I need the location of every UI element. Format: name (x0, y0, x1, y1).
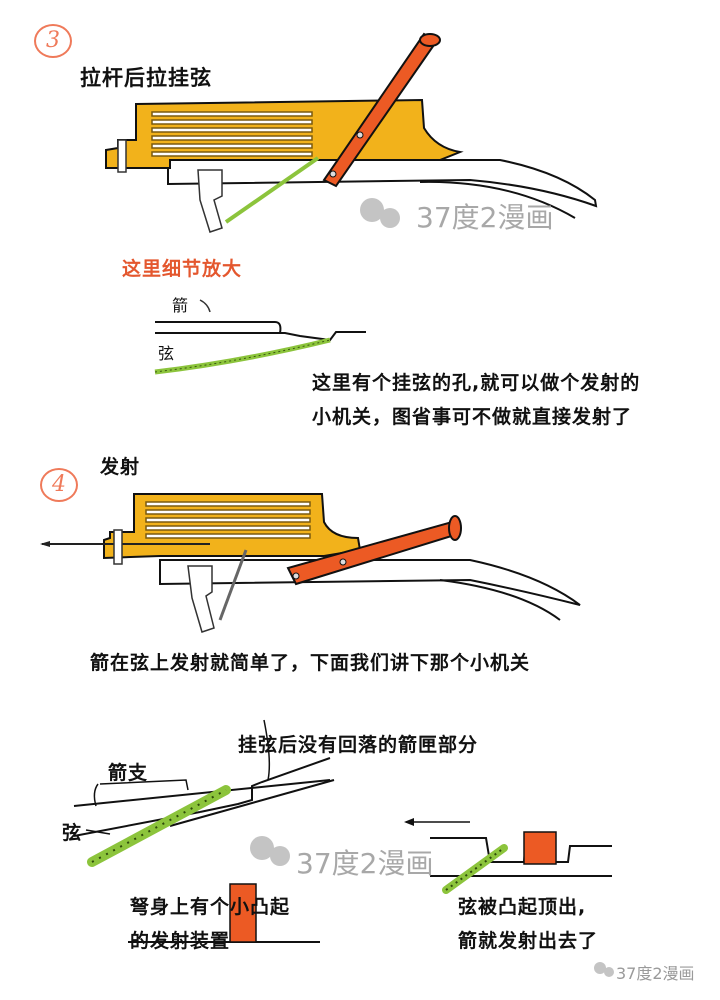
step-3-crossbow-illustration (105, 32, 598, 233)
detail-arrow-label: 箭 (172, 296, 190, 315)
detail-string-label: 弦 (158, 344, 176, 363)
mechanism-right-caption-line1: 弦被凸起顶出, (458, 896, 587, 918)
mechanism-top-label: 挂弦后没有回落的箭匣部分 (238, 734, 479, 756)
step-3-title: 拉杆后拉挂弦 (80, 66, 212, 90)
wechat-icon (250, 198, 614, 977)
detail-zoom-label: 这里细节放大 (122, 258, 243, 280)
watermark-corner: 37度2漫画 (616, 964, 695, 983)
step-3-caption-line1: 这里有个挂弦的孔,就可以做个发射的 (312, 372, 641, 394)
mechanism-arrow-label: 箭支 (108, 762, 149, 784)
watermark-top: 37度2漫画 (416, 201, 554, 234)
mechanism-left-illustration (73, 719, 335, 943)
step-4-title: 发射 (100, 456, 141, 478)
step-4-caption: 箭在弦上发射就简单了，下面我们讲下那个小机关 (90, 652, 531, 674)
mechanism-right-illustration (404, 818, 612, 894)
mechanism-left-caption-line2: 的发射装置 (130, 930, 231, 952)
step-3-caption-line2: 小机关，图省事可不做就直接发射了 (312, 406, 633, 428)
step-4-crossbow-illustration (40, 493, 581, 633)
step-3-detail-illustration (154, 299, 366, 375)
step-4-number-badge: 4 (40, 468, 78, 502)
watermark-middle: 37度2漫画 (296, 847, 434, 880)
mechanism-string-label: 弦 (62, 822, 83, 844)
mechanism-right-caption-line2: 箭就发射出去了 (458, 930, 599, 952)
step-3-number-badge: 3 (34, 24, 72, 58)
mechanism-left-caption-line1: 弩身上有个小凸起 (130, 896, 291, 918)
